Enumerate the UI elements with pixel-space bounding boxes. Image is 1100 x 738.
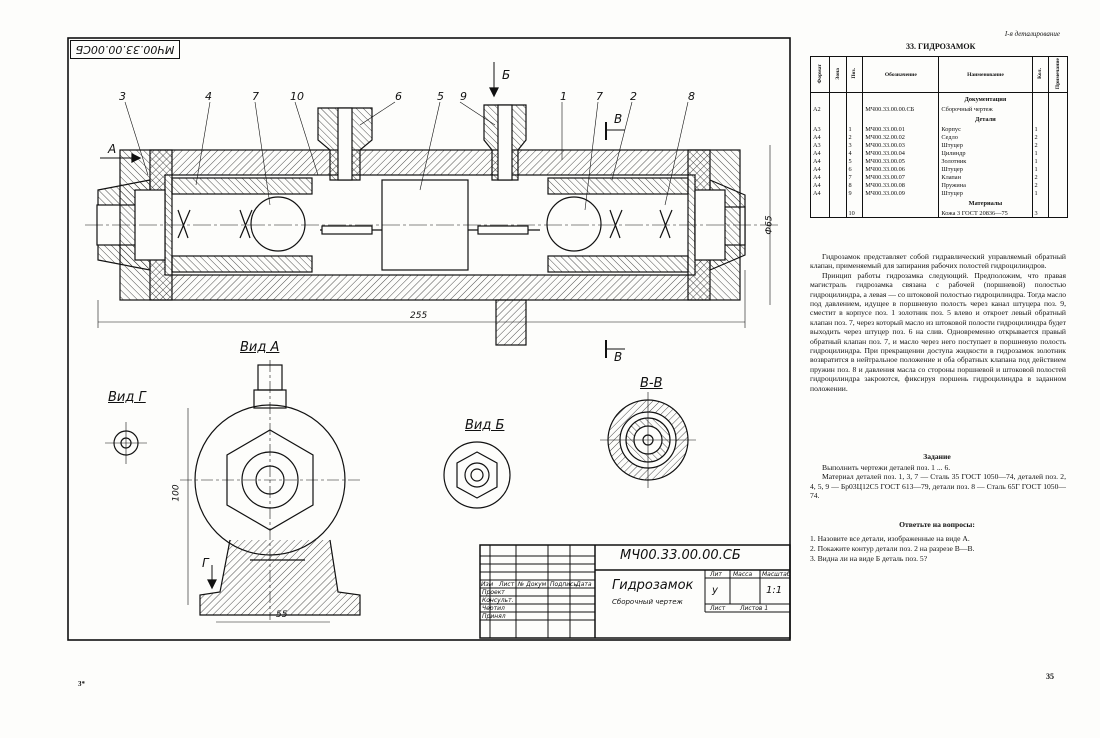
pos-label-1: 1	[560, 90, 567, 103]
spec-header-row: Формат Зона Поз. Обозначение Наименовани…	[810, 56, 1068, 93]
questions-title: Ответьте на вопросы:	[899, 520, 975, 529]
col-designation: Обозначение	[862, 56, 940, 93]
dim-100: 100	[171, 484, 182, 502]
page-title: 33. ГИДРОЗАМОК	[906, 42, 976, 51]
section-vv	[600, 392, 696, 488]
specification-table: Формат Зона Поз. Обозначение Наименовани…	[810, 56, 1068, 218]
col-qty: Кол.	[1037, 68, 1044, 79]
col-name: Наименование	[938, 56, 1033, 93]
pos-label-4: 4	[205, 90, 212, 103]
task-line-1: Выполнить чертежи деталей поз. 1 ... 6.	[822, 463, 951, 472]
main-section-view	[85, 62, 780, 358]
page-number-right: 35	[1046, 672, 1054, 681]
row-chertil: Чертил	[482, 605, 505, 612]
col-format: Формат	[816, 63, 823, 84]
pos-label-7-left: 7	[252, 90, 259, 103]
row-proekt: Проект	[482, 589, 505, 596]
question-2: 2. Покажите контур детали поз. 2 на разр…	[810, 544, 975, 553]
arrow-b-label: Б	[502, 68, 511, 82]
arrow-a-label: А	[108, 142, 117, 156]
section-parts: Детали	[938, 113, 1033, 125]
title-block-code: МЧ00.33.00.00.СБ	[620, 548, 741, 563]
title-block-lines	[479, 544, 791, 639]
col-zone: Зона	[834, 67, 841, 80]
title-block-subtitle: Сборочный чертеж	[612, 598, 683, 606]
listov-label: Листов 1	[740, 605, 769, 612]
description-paragraph-2: Принцип работы гидрозамка следующий. Пре…	[810, 270, 1066, 393]
row-prinyal: Принял	[482, 613, 506, 620]
dim-65: Ф65	[764, 215, 775, 235]
col-list: Лист	[499, 581, 515, 588]
task-line-2: Материал деталей поз. 1, 3, 7 — Сталь 35…	[810, 472, 1066, 501]
col-date: Дата	[576, 581, 592, 588]
view-a	[180, 360, 361, 623]
question-1: 1. Назовите все детали, изображенные на …	[810, 534, 970, 543]
task: Выполнить чертежи деталей поз. 1 ... 6. …	[810, 463, 1066, 501]
pos-label-5: 5	[437, 90, 444, 103]
pos-label-2: 2	[630, 90, 637, 103]
arrow-g-label: Г	[202, 556, 209, 570]
description: Гидрозамок представляет собой гидравличе…	[810, 252, 1066, 393]
lit-value: у	[712, 585, 718, 596]
pos-label-6: 6	[395, 90, 402, 103]
col-doc: № Докум	[518, 581, 547, 588]
pos-label-8: 8	[688, 90, 695, 103]
row-konsult: Консульт.	[482, 597, 514, 604]
view-b	[443, 441, 511, 509]
section-materials: Материалы	[938, 197, 1033, 209]
view-b-label: Вид Б	[465, 418, 505, 433]
section-vv-label: В-В	[640, 376, 663, 391]
col-izm: Изм	[481, 581, 494, 588]
dim-255: 255	[410, 311, 428, 321]
drawing-sheet: МЧ00.33.00.00СБ 3 4 7 10 6 5 9 1 7 2 8 А…	[67, 37, 791, 688]
text-page: I-я деталирование 33. ГИДРОЗАМОК Формат …	[806, 0, 1100, 738]
question-3: 3. Видна ли на виде Б деталь поз. 5?	[810, 554, 928, 563]
task-title: Задание	[923, 452, 951, 461]
view-g	[105, 422, 147, 464]
title-block-name: Гидрозамок	[612, 578, 694, 593]
pos-label-9: 9	[460, 90, 467, 103]
scale-value: 1:1	[766, 585, 783, 596]
section-v-bottom-label: В	[614, 350, 623, 364]
col-note: Примечание	[1055, 57, 1062, 90]
page-number-left: 3*	[78, 680, 85, 688]
section-v-top-label: В	[614, 112, 623, 126]
pos-label-7-right: 7	[596, 90, 603, 103]
masshtab-header: Масштаб	[762, 571, 791, 578]
view-a-label: Вид А	[240, 340, 280, 355]
frame-code: МЧ00.33.00.00СБ	[70, 40, 180, 59]
description-paragraph-1: Гидрозамок представляет собой гидравличе…	[810, 252, 1066, 271]
col-sign: Подпись	[550, 581, 577, 588]
view-g-label: Вид Г	[108, 390, 146, 405]
lit-header: Лит	[710, 571, 722, 578]
assembly-drawing	[67, 37, 791, 641]
massa-header: Масса	[733, 571, 753, 578]
pos-label-3: 3	[119, 90, 126, 103]
col-pos: Поз.	[851, 68, 858, 79]
section-docs: Документация	[938, 92, 1033, 105]
dim-55: 55	[276, 610, 288, 620]
list-label: Лист	[710, 605, 726, 612]
pos-label-10: 10	[290, 90, 304, 103]
running-header: I-я деталирование	[1004, 30, 1060, 38]
